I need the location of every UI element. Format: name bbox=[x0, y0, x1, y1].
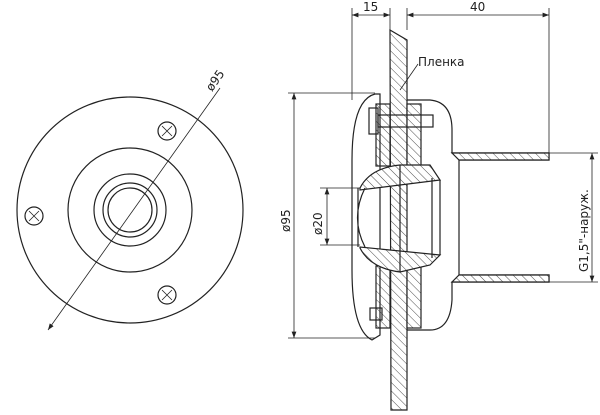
film-label: Пленка bbox=[418, 55, 465, 69]
flange-cover bbox=[351, 93, 381, 341]
bolt-bottom bbox=[369, 307, 383, 321]
gasket-right-bottom bbox=[406, 265, 422, 329]
ball-nozzle bbox=[356, 165, 441, 272]
nozzle-diameter-label: ø20 bbox=[311, 212, 325, 235]
housing-body bbox=[407, 99, 550, 331]
film-leader-line bbox=[399, 63, 419, 91]
side-view: 15 40 Пленка ø95 ø20 G1,5 bbox=[279, 0, 598, 411]
threaded-pipe-wall bbox=[450, 152, 550, 283]
dim-15-label: 15 bbox=[363, 0, 378, 14]
side-diameter-label: ø95 bbox=[279, 209, 293, 232]
outer-flange-circle bbox=[16, 96, 244, 324]
gasket-right-top bbox=[406, 103, 422, 167]
dim-40-label: 40 bbox=[470, 0, 485, 14]
pool-wall-section bbox=[389, 28, 408, 411]
hub-ring bbox=[93, 173, 167, 247]
front-diameter-label: ø95 bbox=[203, 67, 227, 94]
hub-ring-inner bbox=[102, 182, 158, 238]
screw-holes bbox=[24, 121, 177, 305]
front-view: ø95 bbox=[16, 67, 244, 331]
thread-label: G1,5"-наруж. bbox=[577, 189, 591, 272]
gasket-left-bottom bbox=[375, 265, 391, 329]
front-diameter-dimension-line bbox=[47, 87, 221, 331]
bolt-shank bbox=[377, 114, 434, 128]
inner-body-circle bbox=[67, 147, 193, 273]
nozzle-bore bbox=[107, 187, 153, 233]
